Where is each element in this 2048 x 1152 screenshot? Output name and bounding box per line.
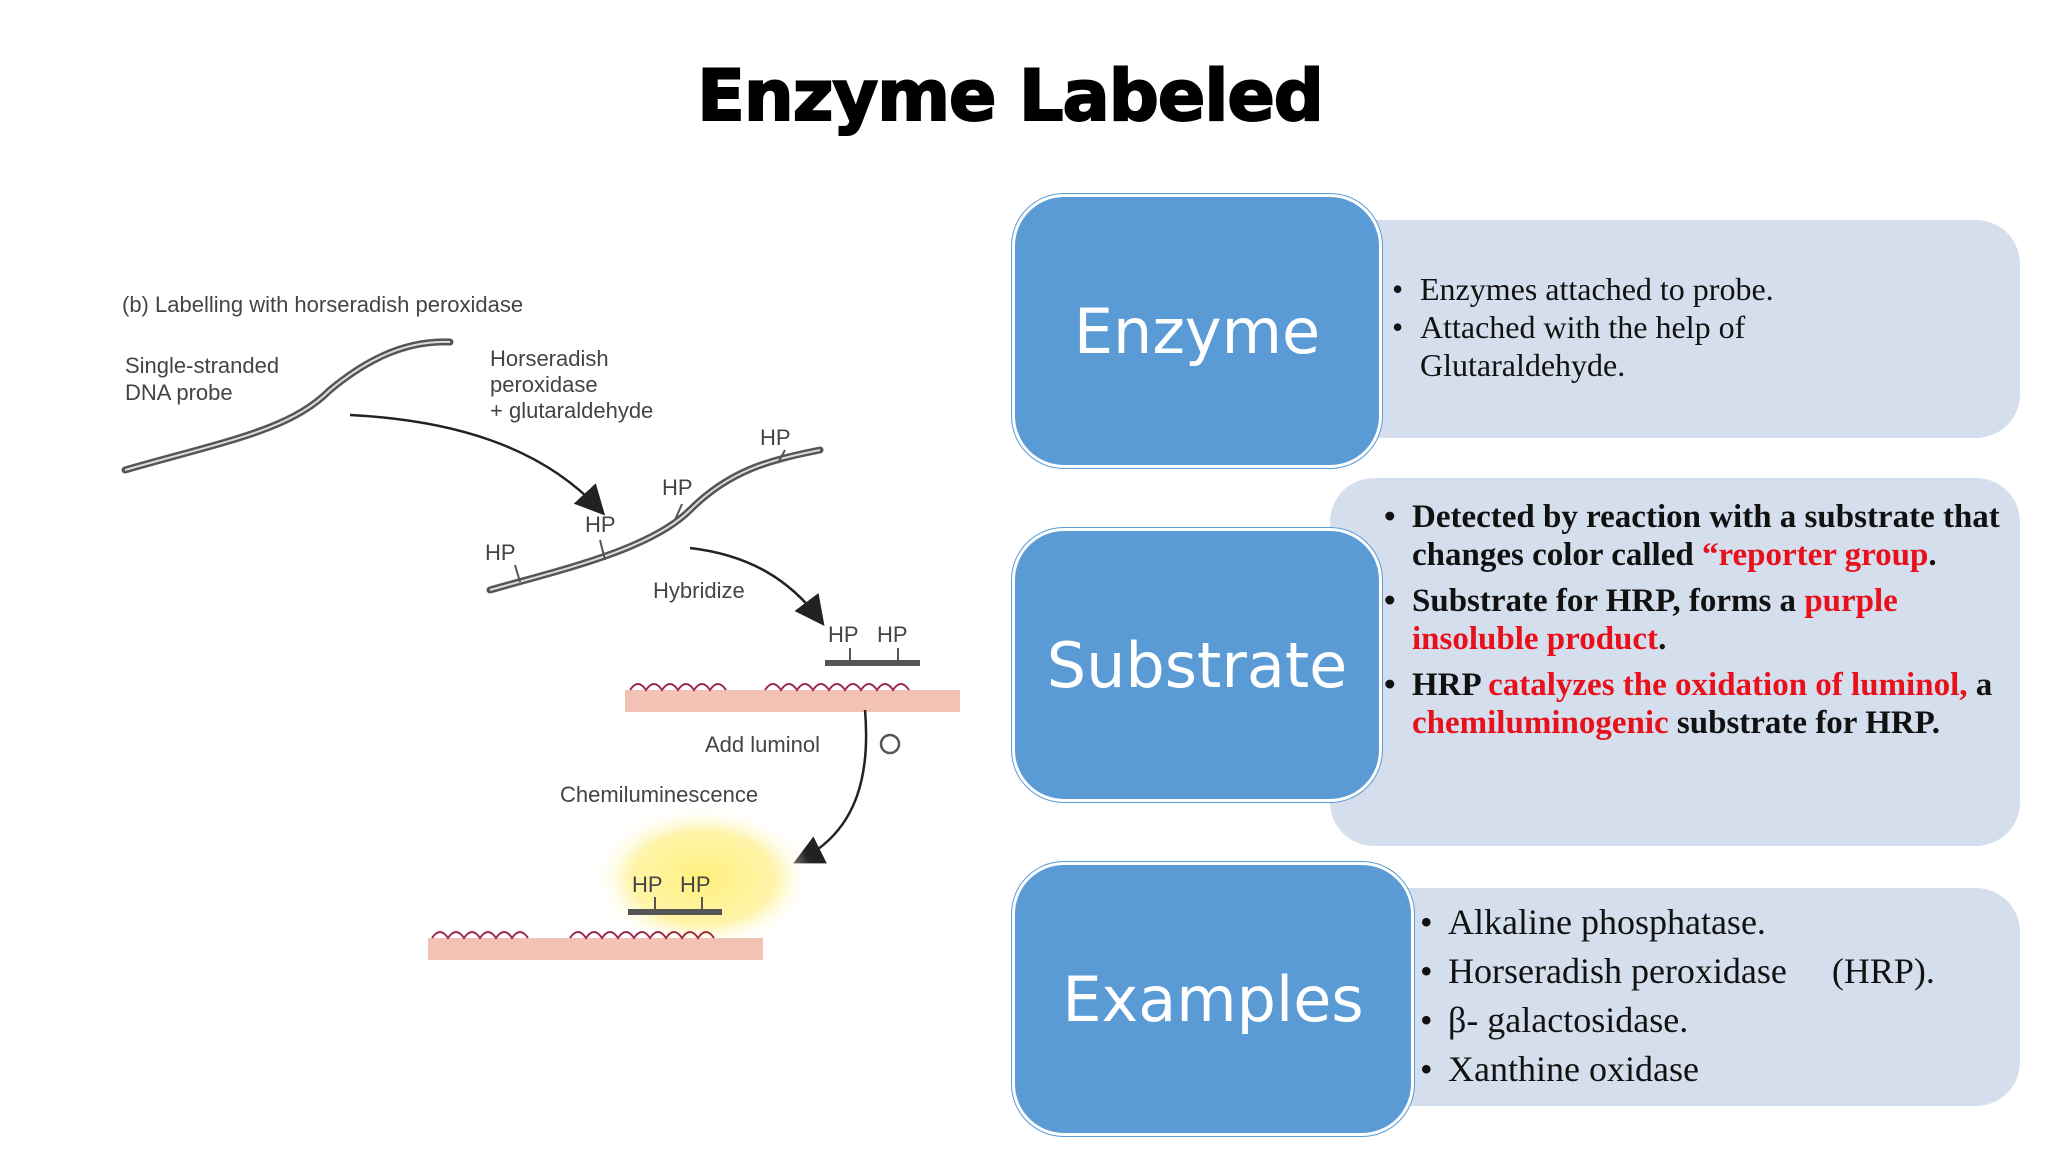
luminol-arrow — [793, 709, 868, 864]
hp-label-1: HP — [485, 540, 516, 565]
enzyme-bullet-2: Attached with the help of Glutaraldehyde… — [1392, 308, 1952, 384]
hp-label-5: HP — [828, 622, 859, 647]
probe-label-1: Single-stranded — [125, 353, 279, 378]
label-arrow — [349, 413, 606, 516]
slide-title: Enzyme Labeled — [696, 54, 1325, 138]
enzyme-bullets: Enzymes attached to probe. Attached with… — [1392, 270, 1952, 384]
membrane-1 — [625, 690, 960, 712]
reagent-label-1: Horseradish — [490, 346, 609, 371]
substrate-bullets: Detected by reaction with a substrate th… — [1384, 498, 2004, 750]
luminol-icon — [879, 733, 901, 755]
hp-label-2: HP — [585, 512, 616, 537]
substrate-pill: Substrate — [1012, 528, 1382, 802]
hp-label-4: HP — [760, 425, 791, 450]
examples-pill: Examples — [1012, 862, 1414, 1136]
labelled-probe — [486, 446, 824, 594]
diagram-caption: (b) Labelling with horseradish peroxidas… — [122, 292, 523, 317]
probe-label-2: DNA probe — [125, 380, 233, 405]
substrate-bullet-2: Substrate for HRP, forms a purple insolu… — [1384, 582, 2004, 658]
substrate-bullet-3: HRP catalyzes the oxidation of luminol, … — [1384, 666, 2004, 742]
examples-item-4: Xanthine oxidase — [1420, 1045, 2010, 1094]
reagent-label-3: + glutaraldehyde — [490, 398, 653, 423]
hp-label-3: HP — [662, 475, 693, 500]
reagent-label-2: peroxidase — [490, 372, 598, 397]
examples-bullets: Alkaline phosphatase. Horseradish peroxi… — [1420, 898, 2010, 1094]
hybridize-arrow — [689, 546, 825, 626]
enzyme-pill: Enzyme — [1012, 194, 1382, 468]
hp-label-6: HP — [877, 622, 908, 647]
substrate-bullet-1: Detected by reaction with a substrate th… — [1384, 498, 2004, 574]
membrane-2 — [428, 938, 763, 960]
enzyme-bullet-1: Enzymes attached to probe. — [1392, 270, 1952, 308]
hp-label-8: HP — [680, 872, 711, 897]
hybridize-label: Hybridize — [653, 578, 745, 603]
examples-item-3: β- galactosidase. — [1420, 996, 2010, 1045]
chemiluminescence-label: Chemiluminescence — [560, 782, 758, 807]
examples-item-2: Horseradish peroxidase (HRP). — [1420, 947, 2010, 996]
add-luminol-label: Add luminol — [705, 732, 820, 757]
hp-label-7: HP — [632, 872, 663, 897]
examples-item-1: Alkaline phosphatase. — [1420, 898, 2010, 947]
hrp-labelling-diagram: (b) Labelling with horseradish peroxidas… — [121, 292, 960, 960]
